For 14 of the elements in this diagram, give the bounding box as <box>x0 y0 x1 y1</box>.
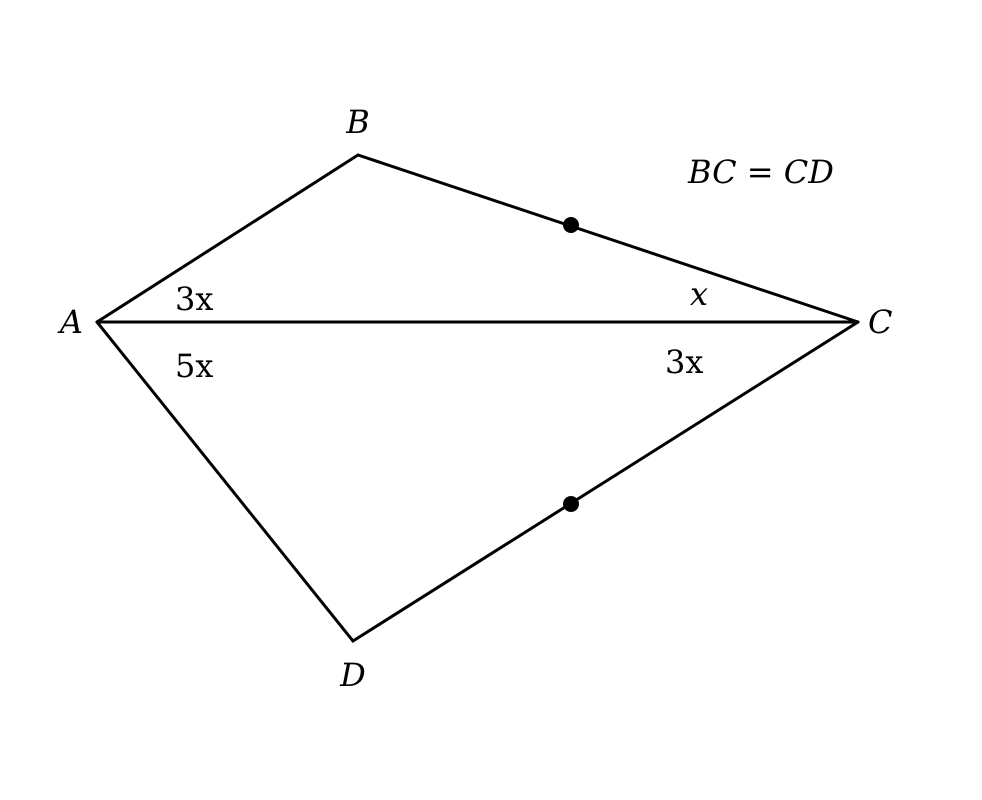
vertex-label: D <box>340 659 366 691</box>
angle-label: 3x <box>665 346 704 378</box>
angle-label: 3x <box>175 283 214 315</box>
equation-label: BC = CD <box>688 156 834 188</box>
angle-label: 5x <box>175 350 214 382</box>
line-segment <box>356 154 860 324</box>
vertex-label: B <box>346 106 370 138</box>
line-segment <box>96 154 360 324</box>
line-segment <box>96 320 860 324</box>
line-segment <box>96 320 354 642</box>
angle-label: x <box>690 278 708 310</box>
vertex-label: A <box>60 306 83 338</box>
vertex-label: C <box>868 306 892 338</box>
line-segment <box>352 320 860 642</box>
